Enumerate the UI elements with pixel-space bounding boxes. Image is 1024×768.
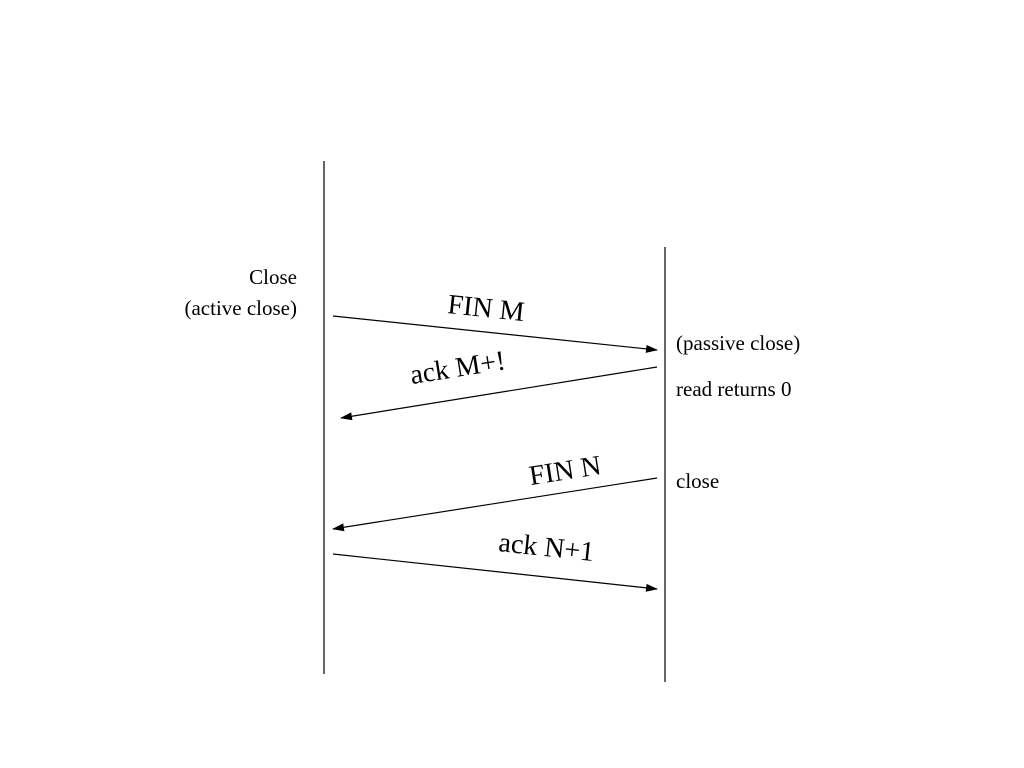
active-close-text: (active close) <box>184 296 297 320</box>
fin-n-arrow <box>332 477 658 532</box>
passive-close-label: (passive close) <box>676 331 801 355</box>
fin-m-arrow <box>332 315 658 353</box>
active-close-label: Close (active close) <box>184 262 297 324</box>
read-returns-label: read returns 0 <box>676 377 792 401</box>
ack-n-arrow <box>332 553 658 592</box>
close-label: Close <box>249 265 297 289</box>
ack-m-arrow <box>340 366 658 421</box>
close-call-label: close <box>676 469 720 493</box>
